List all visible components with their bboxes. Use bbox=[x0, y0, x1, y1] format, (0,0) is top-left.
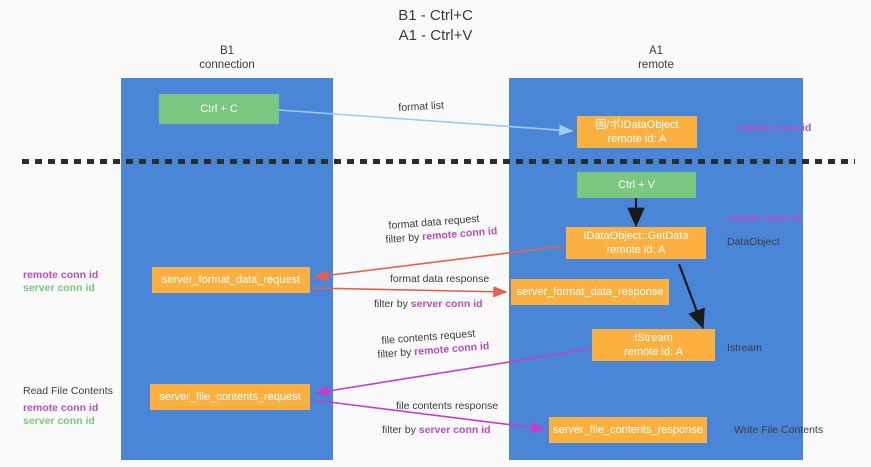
flow-label-file-contents-response: file contents response bbox=[396, 399, 498, 413]
annotation-istream: Istream bbox=[727, 342, 763, 354]
flow-label-file-contents-response-text: file contents response bbox=[396, 400, 499, 412]
box-getdata-title: IDataObject::GetData bbox=[583, 230, 689, 242]
box-ctrl-v[interactable]: Ctrl + V bbox=[577, 172, 696, 198]
flow-label-format-data-response: format data response bbox=[390, 272, 489, 286]
box-server-file-contents-response-label: server_file_contents_response bbox=[553, 424, 703, 436]
annotation-left-remote-conn-id-1: remote conn id bbox=[23, 269, 99, 281]
flow-filter-file-contents-response-key: server conn id bbox=[418, 424, 491, 436]
lane-header-a1-sub: remote bbox=[638, 59, 674, 71]
box-istream-subtitle: remote id: A bbox=[624, 346, 683, 358]
box-server-format-data-request-label: server_format_data_request bbox=[161, 274, 301, 286]
flow-filter-format-data-response-key: server conn id bbox=[410, 298, 483, 310]
box-istream-title: IStream bbox=[634, 332, 673, 344]
flow-filter-format-data-response: filter by server conn id bbox=[374, 297, 483, 311]
arrow-format-data-response bbox=[311, 286, 508, 298]
box-server-file-contents-request-label: server_file_contents_request bbox=[159, 391, 301, 403]
box-getdata-subtitle: remote id: A bbox=[606, 244, 666, 256]
box-ctrl-v-label: Ctrl + V bbox=[618, 179, 655, 191]
annotation-dataobject: DataObject bbox=[727, 236, 780, 248]
box-idataobject[interactable]: 固/ポIDataObject remote id: A bbox=[577, 116, 697, 148]
flow-label-format-data-response-text: format data response bbox=[390, 273, 490, 285]
lane-header-a1: A1 remote bbox=[509, 44, 803, 72]
annotation-left-conn-ids-bottom: remote conn id server conn id bbox=[23, 402, 98, 428]
flow-filter-format-data-request-prefix: filter by bbox=[385, 231, 423, 246]
box-ctrl-c[interactable]: Ctrl + C bbox=[159, 94, 279, 124]
box-server-format-data-request[interactable]: server_format_data_request bbox=[152, 267, 310, 293]
annotation-left-conn-ids-top: remote conn id server conn id bbox=[23, 269, 98, 295]
box-istream[interactable]: IStream remote id: A bbox=[592, 329, 715, 361]
flow-filter-format-data-response-prefix: filter by bbox=[374, 298, 411, 310]
box-idataobject-subtitle: remote id: A bbox=[607, 133, 667, 145]
box-server-format-data-response[interactable]: server_format_data_response bbox=[511, 279, 669, 305]
lane-header-a1-name: A1 bbox=[648, 45, 664, 57]
box-idataobject-title: 固/ポIDataObject bbox=[595, 119, 679, 131]
title-line-2: A1 - Ctrl+V bbox=[398, 27, 473, 44]
flow-label-format-list: format list bbox=[398, 98, 444, 115]
lane-header-b1-name: B1 bbox=[219, 45, 235, 57]
box-server-format-data-response-label: server_format_data_response bbox=[516, 286, 664, 298]
flow-label-format-list-text: format list bbox=[398, 99, 445, 114]
lane-header-b1: B1 connection bbox=[121, 44, 333, 72]
title-line-1: B1 - Ctrl+C bbox=[398, 7, 473, 24]
annotation-read-file-contents: Read File Contents bbox=[23, 385, 113, 397]
box-server-file-contents-response[interactable]: server_file_contents_response bbox=[549, 417, 707, 443]
annotation-left-server-conn-id-2: server conn id bbox=[23, 415, 95, 427]
flow-filter-file-contents-request-prefix: filter by bbox=[377, 346, 415, 361]
lane-header-b1-sub: connection bbox=[199, 59, 255, 71]
flow-filter-file-contents-response: filter by server conn id bbox=[382, 423, 491, 437]
annotation-remote-conn-id-mid: remote conn id bbox=[726, 212, 802, 224]
box-ctrl-c-label: Ctrl + C bbox=[200, 103, 238, 115]
annotation-left-remote-conn-id-2: remote conn id bbox=[23, 402, 99, 414]
annotation-left-server-conn-id-1: server conn id bbox=[23, 282, 95, 294]
phase-divider bbox=[22, 159, 855, 164]
page-title: B1 - Ctrl+C A1 - Ctrl+V bbox=[0, 6, 871, 46]
flow-filter-file-contents-response-prefix: filter by bbox=[382, 424, 419, 436]
box-server-file-contents-request[interactable]: server_file_contents_request bbox=[150, 384, 310, 410]
annotation-remote-conn-id-top: remote conn id bbox=[736, 122, 812, 134]
annotation-write-file-contents: Write File Contents bbox=[734, 424, 824, 436]
box-idataobject-getdata[interactable]: IDataObject::GetData remote id: A bbox=[566, 227, 706, 259]
